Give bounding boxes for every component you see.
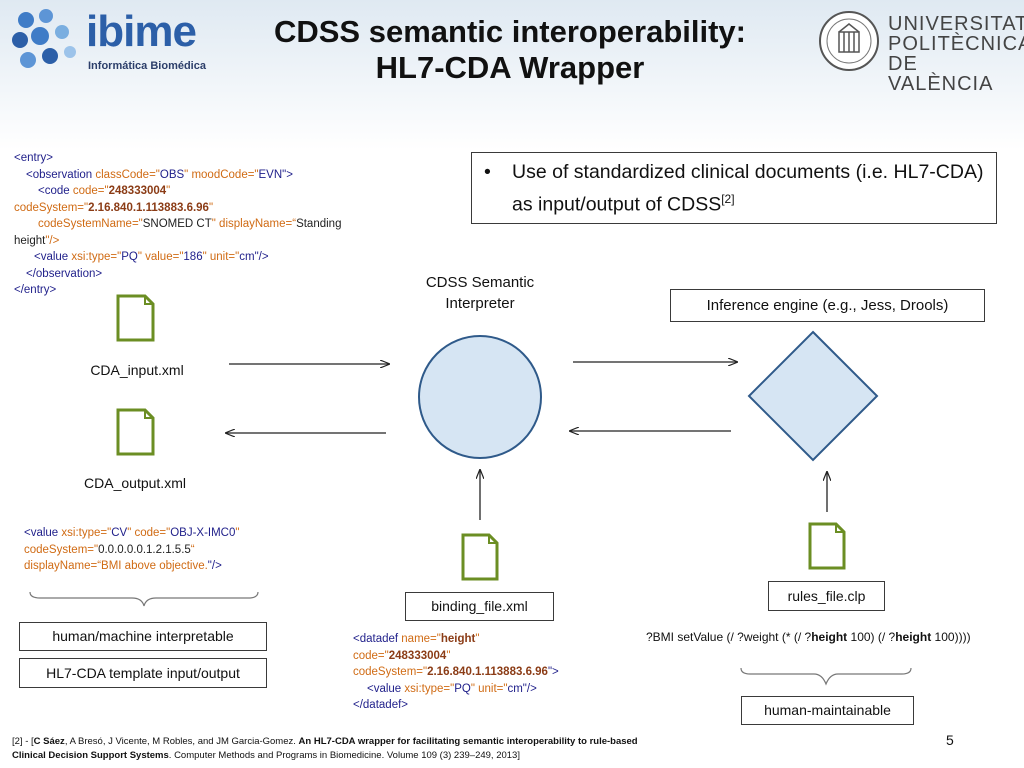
human-machine-label: human/machine interpretable	[19, 622, 267, 651]
entry-line-5: codeSystemName="SNOMED CT" displayName=“…	[38, 218, 342, 230]
file-icon-input	[116, 294, 155, 342]
entry-line-3: <code code="248333004"	[38, 185, 171, 197]
file-label-input: CDA_input.xml	[90, 362, 184, 378]
entry-line-2: <observation classCode="OBS" moodCode="E…	[26, 168, 293, 181]
entry-line-9: </entry>	[14, 284, 57, 296]
human-maintainable-label: human-maintainable	[741, 696, 914, 725]
interpreter-label: CDSS Semantic Interpreter	[425, 274, 535, 312]
upv-line-1: UNIVERSITAT	[888, 13, 1024, 35]
file-label-output: CDA_output.xml	[84, 475, 186, 491]
entry-line-4: codeSystem="2.16.840.1.113883.6.96"	[14, 201, 214, 214]
inference-engine-label: Inference engine (e.g., Jess, Drools)	[670, 289, 985, 322]
file-icon-output	[116, 408, 155, 456]
inference-engine-node	[747, 330, 879, 462]
file-label-rules: rules_file.clp	[768, 581, 885, 611]
entry-line-7: <value xsi:type="PQ" value="186" unit="c…	[34, 251, 269, 263]
entry-line-8: </observation>	[26, 267, 103, 280]
datadef-xml-snippet: <datadef name="height" code="248333004" …	[353, 633, 559, 711]
ibime-logo-name: ibime	[86, 7, 197, 56]
entry-xml-snippet: <entry> <observation classCode="OBS" moo…	[14, 150, 384, 299]
page-number: 5	[946, 732, 954, 748]
bullet-box: • Use of standardized clinical documents…	[471, 152, 997, 224]
entry-line-6: height"/>	[14, 234, 60, 247]
upv-line-3: DE VALÈNCIA	[888, 53, 994, 95]
interpreter-node	[418, 335, 542, 459]
file-icon-binding	[461, 533, 499, 581]
entry-line-1: <entry>	[14, 152, 53, 164]
ibime-logo-icon	[12, 9, 76, 68]
footer-reference: [2] - [C Sáez, A Bresó, J Vicente, M Rob…	[12, 736, 638, 761]
brace-right	[740, 667, 912, 686]
upv-logo: UNIVERSITAT POLITÈCNICA DE VALÈNCIA	[818, 10, 1024, 94]
brace-left	[29, 591, 259, 607]
file-icon-rules	[808, 522, 846, 570]
file-label-binding: binding_file.xml	[405, 592, 554, 621]
bullet-item: • Use of standardized clinical documents…	[484, 159, 986, 219]
title-line-2: HL7-CDA Wrapper	[375, 50, 645, 85]
upv-line-2: POLITÈCNICA	[888, 33, 1024, 55]
bullet-dot-icon: •	[484, 161, 491, 183]
upv-seal-icon	[819, 11, 879, 71]
page-title: CDSS semantic interoperability: HL7-CDA …	[210, 14, 810, 86]
value-xml-snippet: <value xsi:type="CV" code="OBJ-X-IMC0" c…	[24, 527, 240, 572]
ibime-logo-subtitle: Informática Biomédica	[88, 60, 206, 72]
ibime-logo: ibime Informática Biomédica	[10, 8, 210, 76]
rule-expression: ?BMI setValue (/ ?weight (* (/ ?height 1…	[646, 630, 971, 644]
template-label: HL7-CDA template input/output	[19, 658, 267, 688]
title-line-1: CDSS semantic interoperability:	[273, 14, 746, 49]
bullet-text: Use of standardized clinical documents (…	[512, 161, 984, 216]
